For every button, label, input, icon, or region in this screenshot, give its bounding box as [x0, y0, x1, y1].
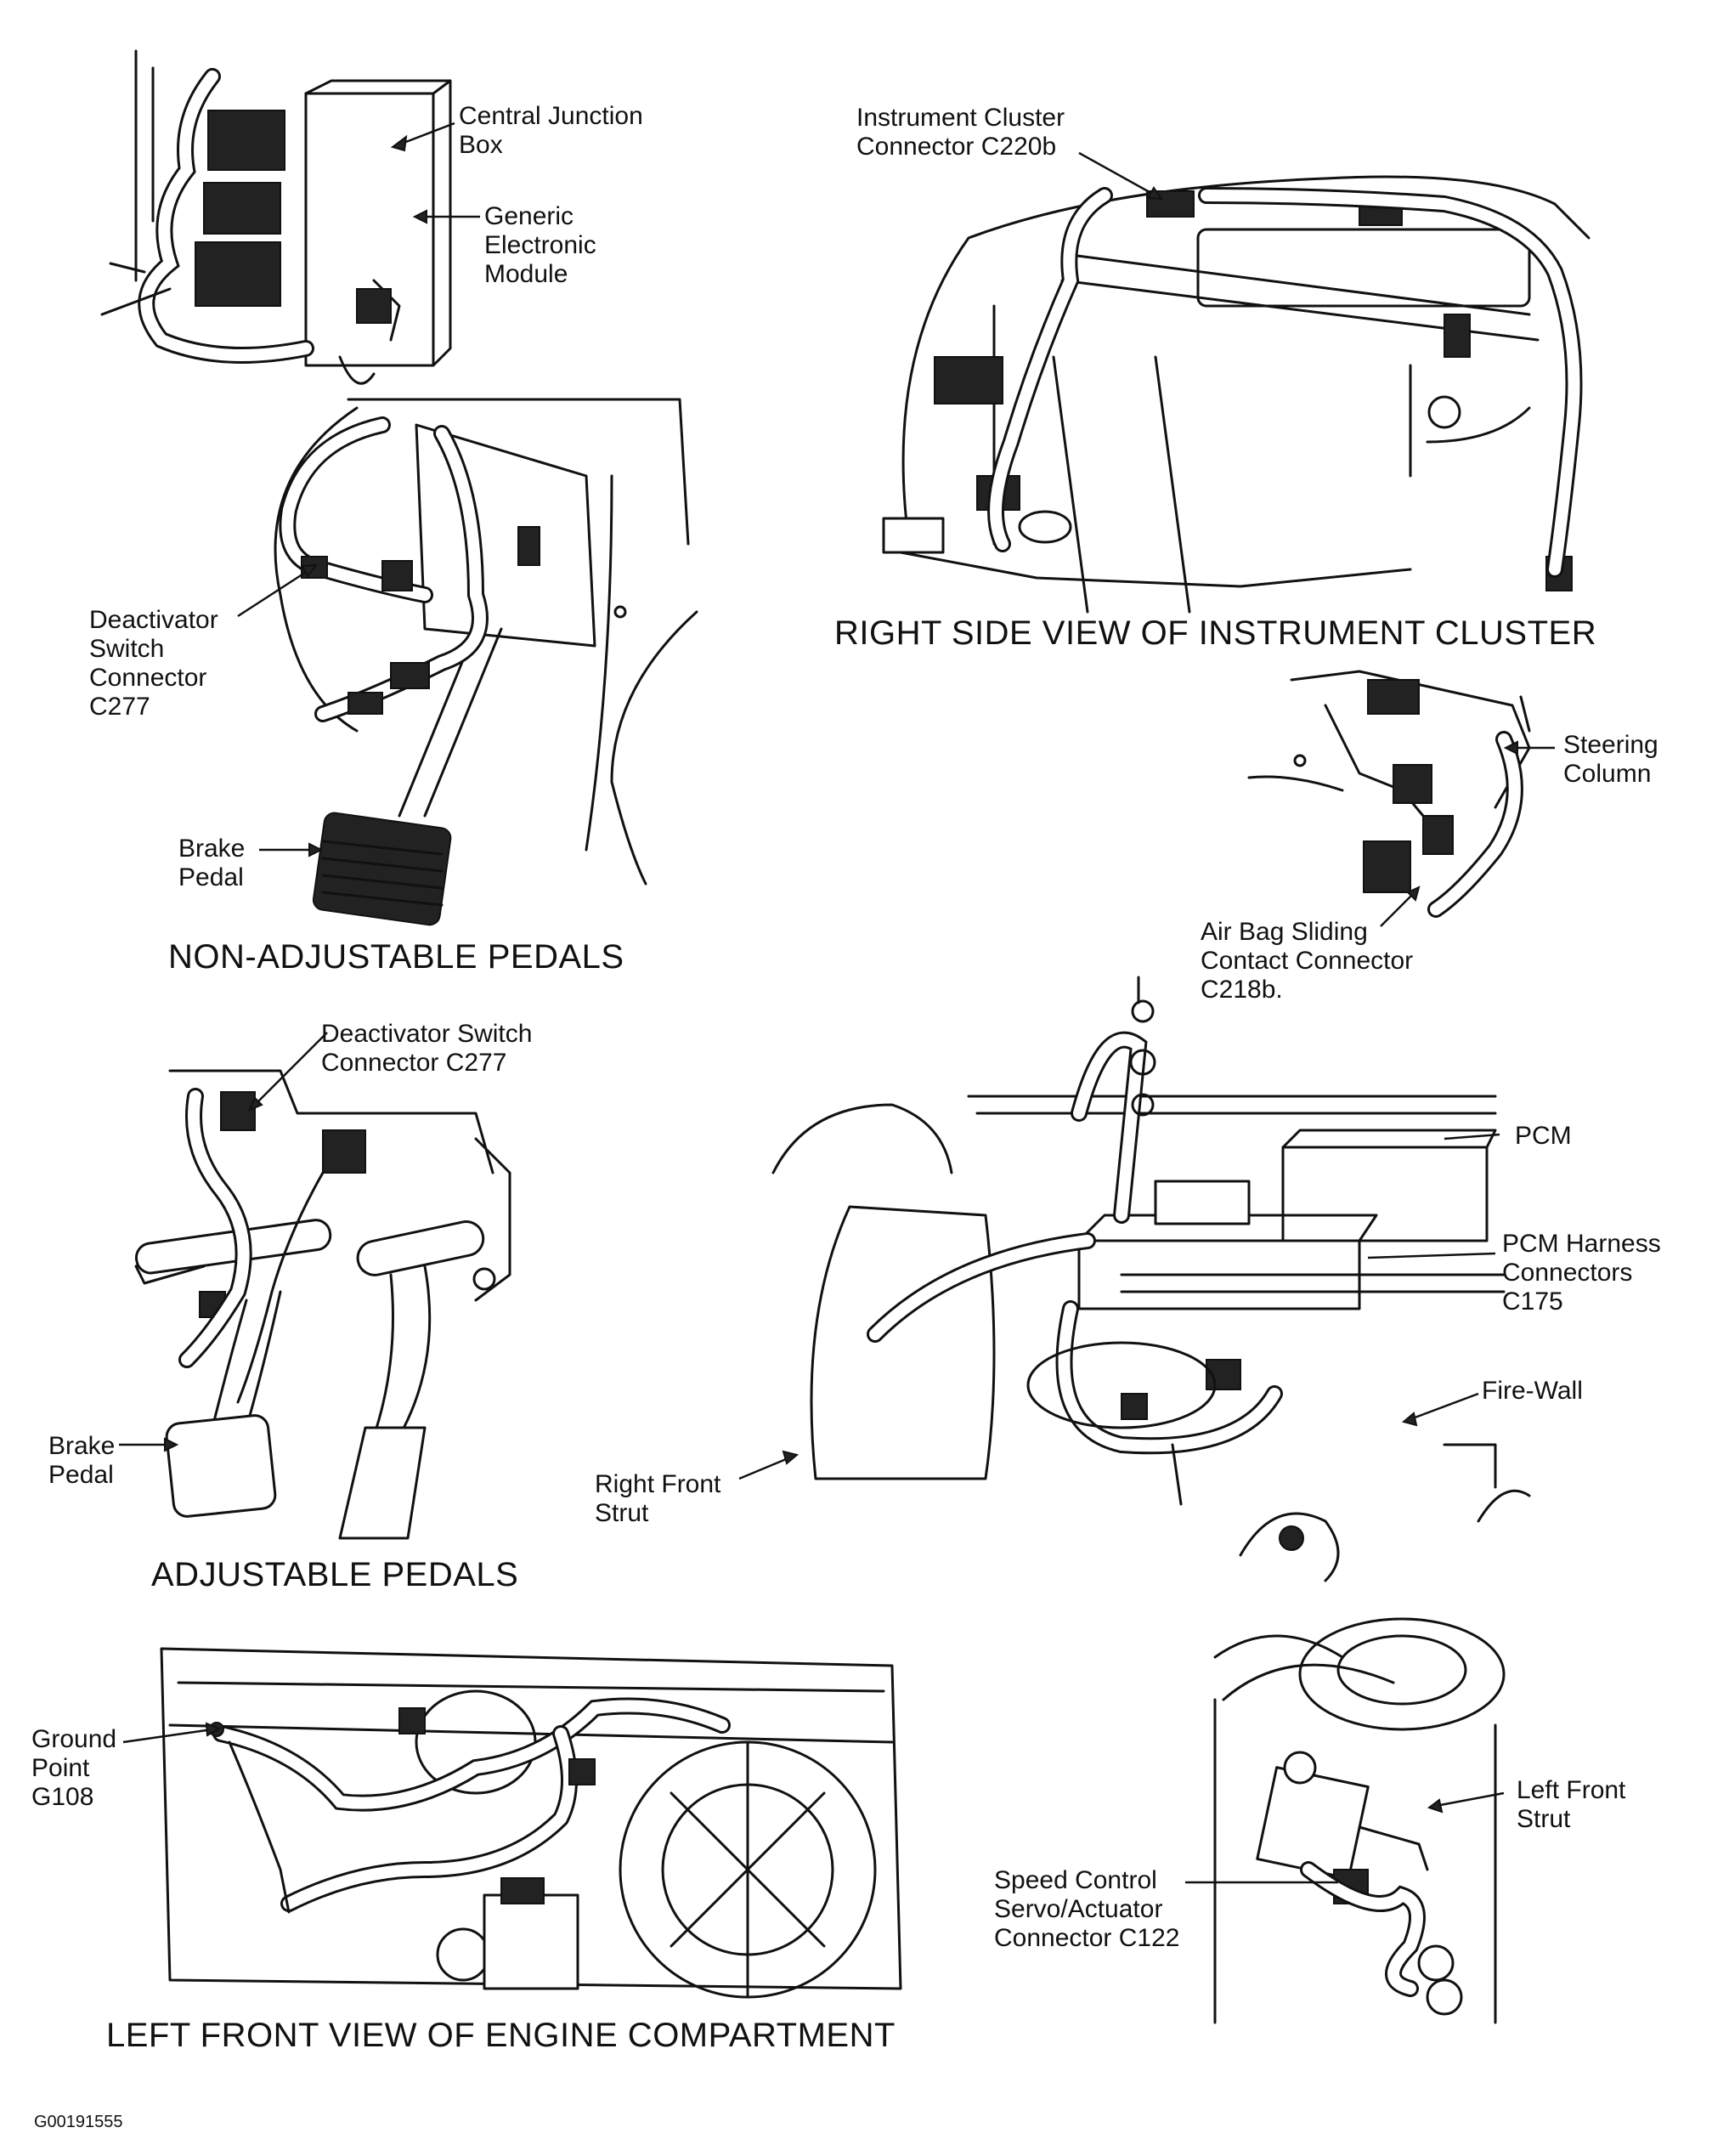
- central-junction-box-illustration: [100, 49, 452, 385]
- label-brake-pedal-2: Brake Pedal: [48, 1432, 116, 1489]
- caption-left-front-engine-compartment: LEFT FRONT VIEW OF ENGINE COMPARTMENT: [106, 2017, 896, 2054]
- instrument-cluster-illustration: [882, 175, 1591, 614]
- left-front-engine-compartment-illustration: [160, 1647, 902, 1999]
- label-central-junction-box: Central Junction Box: [459, 102, 643, 159]
- caption-adjustable-pedals: ADJUSTABLE PEDALS: [151, 1556, 519, 1593]
- caption-non-adjustable-pedals: NON-ADJUSTABLE PEDALS: [168, 938, 624, 976]
- label-deactivator-switch-connector-2: Deactivator Switch Connector C277: [321, 1020, 533, 1077]
- label-fire-wall: Fire-Wall: [1482, 1377, 1583, 1405]
- label-instrument-cluster-connector: Instrument Cluster Connector C220b: [856, 104, 1065, 161]
- label-steering-column: Steering Column: [1563, 731, 1658, 788]
- non-adjustable-pedals-illustration: [274, 398, 698, 926]
- label-generic-electronic-module: Generic Electronic Module: [484, 202, 596, 288]
- label-right-front-strut: Right Front Strut: [595, 1470, 721, 1527]
- label-pcm-harness-connectors: PCM Harness Connectors C175: [1502, 1230, 1661, 1316]
- caption-right-side-instrument-cluster: RIGHT SIDE VIEW OF INSTRUMENT CLUSTER: [834, 614, 1597, 652]
- label-air-bag-connector: Air Bag Sliding Contact Connector C218b.: [1201, 918, 1414, 1004]
- adjustable-pedals-illustration: [134, 1069, 511, 1540]
- label-speed-control-connector: Speed Control Servo/Actuator Connector C…: [994, 1866, 1180, 1952]
- leader-lines: [119, 122, 1555, 1884]
- label-left-front-strut: Left Front Strut: [1517, 1776, 1626, 1833]
- steering-column-illustration: [1247, 670, 1531, 918]
- pcm-engine-compartment-illustration: [771, 976, 1531, 1582]
- label-pcm: PCM: [1515, 1122, 1572, 1150]
- label-ground-point: Ground Point G108: [31, 1725, 117, 1811]
- label-brake-pedal-1: Brake Pedal: [178, 835, 246, 891]
- figure-id: G00191555: [34, 2113, 123, 2131]
- left-front-strut-illustration: [1213, 1617, 1506, 2024]
- label-deactivator-switch-connector-1: Deactivator Switch Connector C277: [89, 606, 218, 721]
